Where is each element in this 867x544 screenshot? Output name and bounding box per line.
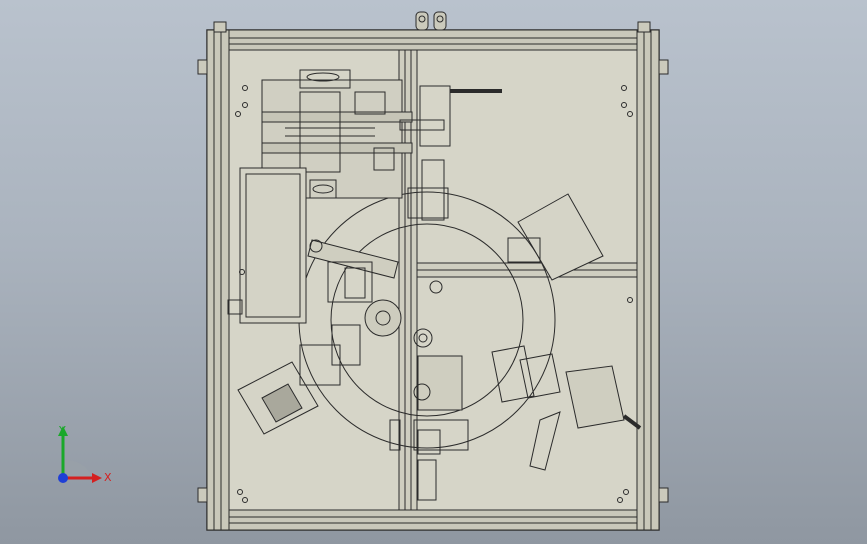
bolt-holes	[235, 85, 633, 503]
frame-right-post	[636, 29, 660, 531]
z-axis-dot	[58, 473, 68, 483]
frame-left-post	[206, 29, 230, 531]
rotary-hub	[364, 299, 402, 337]
cylinder-arm	[307, 239, 399, 303]
control-box	[227, 167, 307, 324]
frame-bottom-beam	[206, 509, 660, 531]
coordinate-triad: Y X	[58, 424, 112, 484]
center-vertical-beam	[398, 49, 418, 511]
machine-frame-model	[197, 11, 669, 531]
y-axis-label: Y	[58, 424, 66, 437]
rotary-table-mid	[330, 223, 524, 417]
frame-top-beam	[206, 29, 660, 51]
center-station	[389, 159, 469, 501]
tray-box-top-right	[517, 193, 604, 281]
top-lug-right	[433, 11, 447, 31]
x-axis-label: X	[104, 471, 112, 484]
right-station	[491, 345, 642, 471]
top-lug-left	[415, 11, 429, 31]
